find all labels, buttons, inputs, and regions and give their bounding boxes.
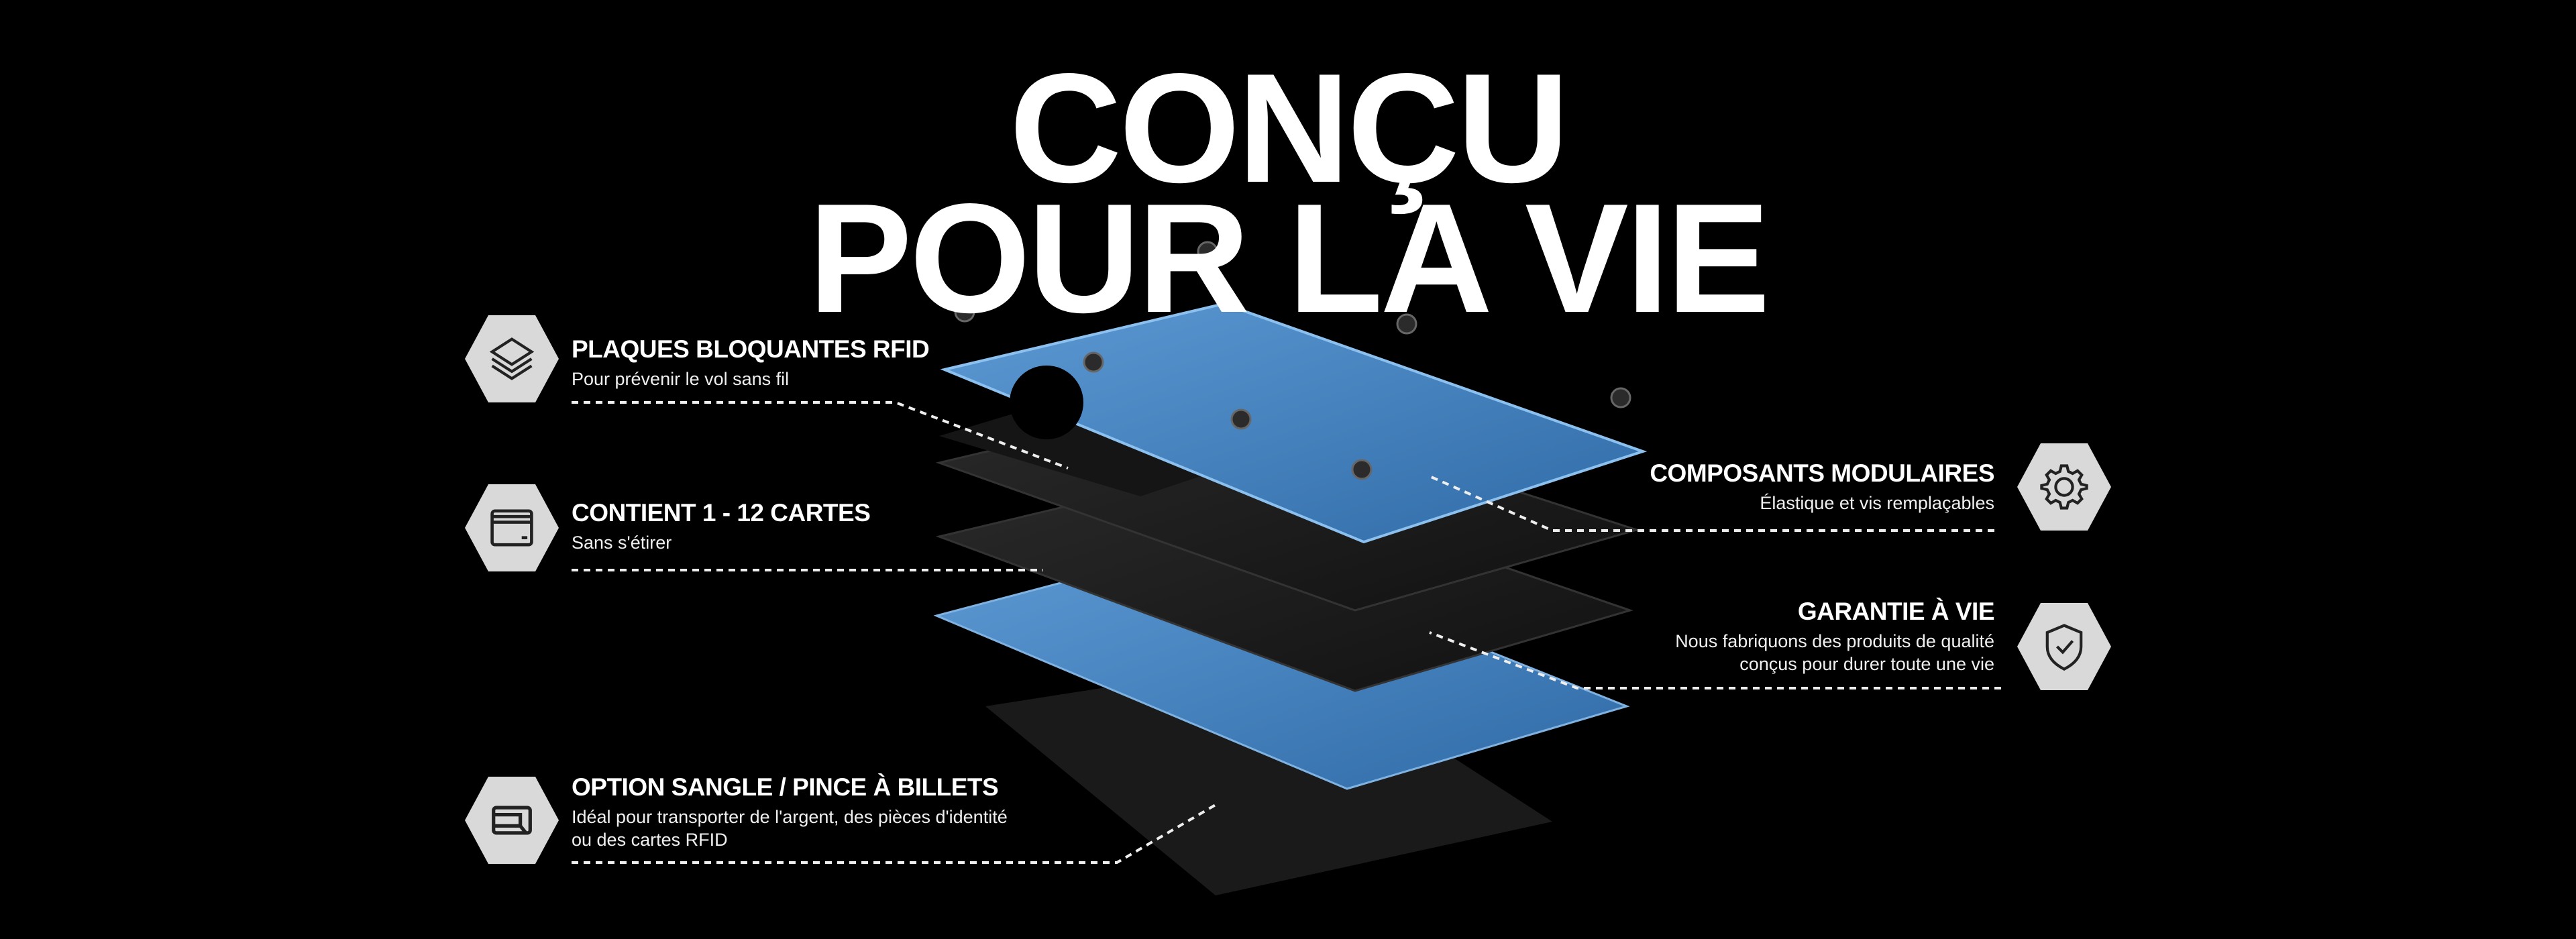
feature-rfid: PLAQUES BLOQUANTES RFID Pour prévenir le… bbox=[572, 335, 930, 390]
screw bbox=[1197, 241, 1218, 262]
feature-title: GARANTIE À VIE bbox=[1797, 598, 1995, 625]
feature-cards: CONTIENT 1 - 12 CARTES Sans s'étirer bbox=[572, 499, 871, 554]
feature-subtitle: Nous fabriquons des produits de qualité c… bbox=[1675, 630, 1994, 675]
top-blue-plate bbox=[940, 302, 1648, 544]
subtitle-line-1: Nous fabriquons des produits de qualité bbox=[1675, 631, 1994, 651]
feature-modular: COMPOSANTS MODULAIRES Élastique et vis r… bbox=[1650, 459, 1994, 514]
screw bbox=[954, 301, 975, 323]
headline-line-2: POUR LA VIE bbox=[808, 172, 1770, 345]
plate-cutout bbox=[1010, 366, 1083, 439]
screw bbox=[1230, 408, 1252, 430]
subtitle-line-2: conçus pour durer toute une vie bbox=[1739, 654, 1994, 674]
feature-title: CONTIENT 1 - 12 CARTES bbox=[572, 499, 871, 527]
screw bbox=[1610, 387, 1631, 408]
feature-title: PLAQUES BLOQUANTES RFID bbox=[572, 335, 930, 363]
feature-title: OPTION SANGLE / PINCE À BILLETS bbox=[572, 773, 999, 801]
headline-line-1: CONÇU bbox=[1009, 42, 1570, 215]
feature-subtitle: Pour prévenir le vol sans fil bbox=[572, 369, 790, 389]
feature-subtitle: Idéal pour transporter de l'argent, des … bbox=[572, 806, 1008, 851]
screw bbox=[1351, 459, 1373, 480]
feature-title: COMPOSANTS MODULAIRES bbox=[1650, 459, 1994, 487]
subtitle-line-1: Idéal pour transporter de l'argent, des … bbox=[572, 807, 1008, 827]
leader-line-strap bbox=[572, 804, 1217, 864]
leader-line-rfid bbox=[572, 401, 1069, 470]
subtitle-line-2: ou des cartes RFID bbox=[572, 830, 728, 850]
screw bbox=[1396, 313, 1417, 335]
screw bbox=[1083, 351, 1104, 373]
feature-strap: OPTION SANGLE / PINCE À BILLETS Idéal po… bbox=[572, 773, 1008, 851]
screws bbox=[954, 241, 1631, 480]
leader-lines bbox=[572, 401, 2001, 864]
leader-line-warranty bbox=[1429, 631, 2001, 689]
feature-subtitle: Sans s'étirer bbox=[572, 533, 672, 553]
leader-line-modular bbox=[1429, 475, 1994, 532]
feature-warranty: GARANTIE À VIE Nous fabriquons des produ… bbox=[1675, 598, 1994, 675]
strap-pad bbox=[985, 657, 1552, 895]
feature-subtitle: Élastique et vis remplaçables bbox=[1760, 493, 1994, 513]
